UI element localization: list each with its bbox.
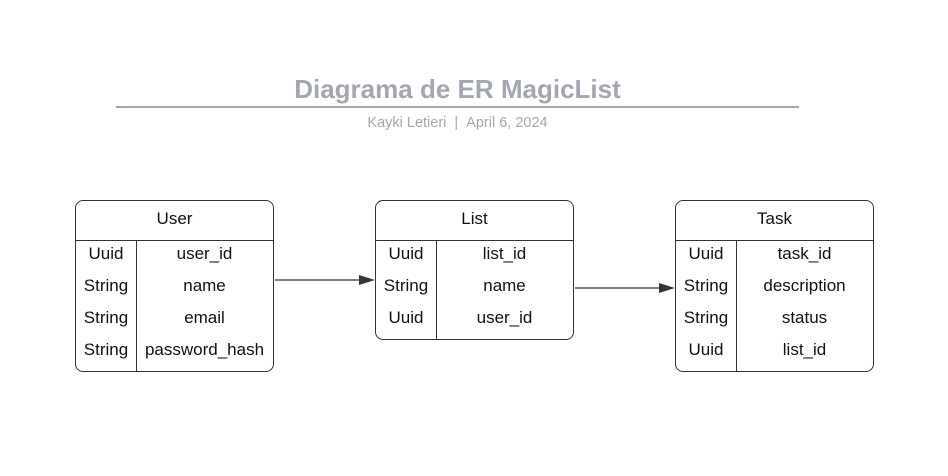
field-type: String <box>383 276 429 295</box>
diagram-date: April 6, 2024 <box>466 115 548 131</box>
subtitle-separator: | <box>454 115 459 131</box>
field-name: name <box>183 276 226 295</box>
relation-list-task[interactable] <box>575 283 675 293</box>
title-divider <box>116 106 799 108</box>
entity-list-title: List <box>376 201 573 241</box>
entity-list-fields: Uuid list_id String name Uuid user_id <box>376 241 573 339</box>
field-name: task_id <box>777 244 832 263</box>
field-type: String <box>683 276 729 295</box>
author-name: Kayki Letieri <box>367 115 447 131</box>
field-type: Uuid <box>88 244 124 263</box>
field-type: Uuid <box>688 340 724 359</box>
field-type: String <box>83 308 129 327</box>
entity-task-title: Task <box>676 201 873 241</box>
field-name: name <box>483 276 526 295</box>
diagram-subtitle: Kayki Letieri | April 6, 2024 <box>116 114 799 132</box>
entity-user-fields: Uuid user_id String name String email St… <box>76 241 273 371</box>
field-type: Uuid <box>688 244 724 263</box>
entity-task[interactable]: Task Uuid task_id String description Str… <box>675 200 874 372</box>
field-name: user_id <box>176 244 233 263</box>
field-type: String <box>83 340 129 359</box>
field-name: email <box>184 308 225 327</box>
arrowhead-icon <box>359 275 375 285</box>
entity-task-fields: Uuid task_id String description String s… <box>676 241 873 371</box>
field-type: Uuid <box>388 244 424 263</box>
field-type: Uuid <box>388 308 424 327</box>
field-name: status <box>781 308 828 327</box>
field-type: String <box>83 276 129 295</box>
field-name: password_hash <box>144 340 265 359</box>
field-name: user_id <box>476 308 533 327</box>
entity-list[interactable]: List Uuid list_id String name Uuid user_… <box>375 200 574 340</box>
entity-user[interactable]: User Uuid user_id String name String ema… <box>75 200 274 372</box>
relation-user-list[interactable] <box>275 275 375 285</box>
field-type: String <box>683 308 729 327</box>
arrowhead-icon <box>659 283 675 293</box>
diagram-title: Diagrama de ER MagicList <box>294 74 621 104</box>
entity-user-title: User <box>76 201 273 241</box>
field-name: list_id <box>782 340 827 359</box>
field-name: list_id <box>482 244 527 263</box>
field-name: description <box>763 276 846 295</box>
